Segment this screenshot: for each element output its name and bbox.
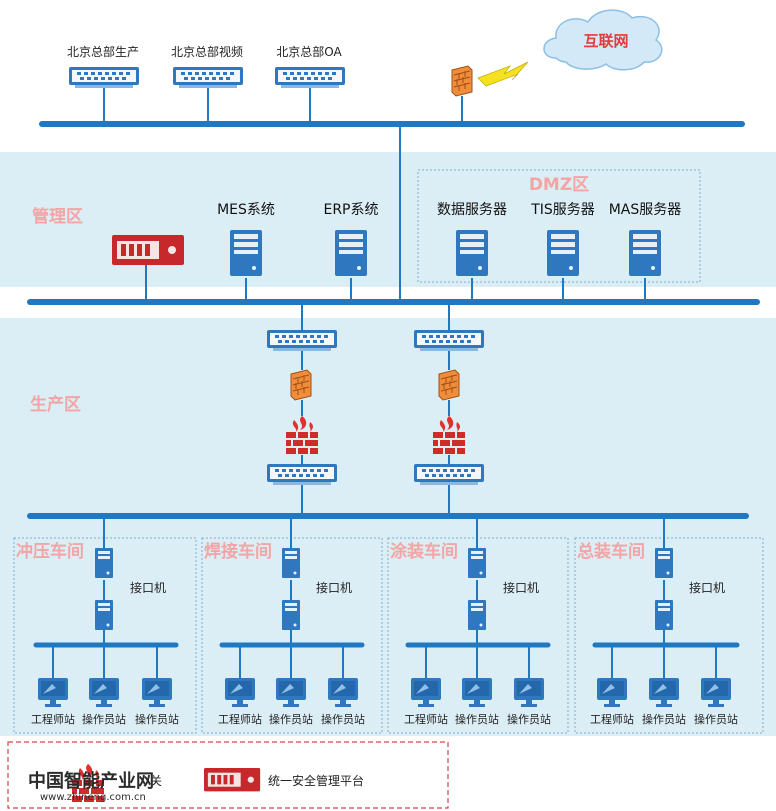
- server-icon: [456, 230, 488, 276]
- firewall-icon: [290, 369, 312, 401]
- station-label: 操作员站: [135, 712, 179, 726]
- interface-label-1: 接口机: [130, 580, 166, 595]
- server-icon: [335, 230, 367, 276]
- firewall-icon: [438, 369, 460, 401]
- mas-server-label: MAS服务器: [609, 202, 682, 218]
- interface-label-3: 接口机: [503, 580, 539, 595]
- management-zone-label: 管理区: [32, 206, 83, 227]
- hq-switch-label-2: 北京总部视频: [171, 44, 243, 59]
- security-platform-icon: [204, 768, 261, 792]
- production-zone-bg: [0, 318, 776, 736]
- dmz-zone-label: DMZ区: [529, 175, 589, 195]
- switch-icon: [414, 464, 484, 485]
- watermark-title: 中国智能产业网: [28, 770, 154, 792]
- hq-switch-label-1: 北京总部生产: [67, 44, 139, 59]
- server-icon: [547, 230, 579, 276]
- server-icon: [629, 230, 661, 276]
- server-icon: [95, 600, 113, 630]
- workshop-box-1: [13, 537, 197, 734]
- dmz-box: [417, 169, 701, 283]
- cloud-icon: [543, 9, 663, 71]
- erp-server-label: ERP系统: [323, 202, 378, 218]
- hq-switch-label-3: 北京总部OA: [276, 44, 342, 59]
- server-icon: [282, 600, 300, 630]
- lightning-icon: [477, 61, 529, 87]
- switch-icon: [267, 464, 337, 485]
- workshop-label-4: 总装车间: [577, 541, 645, 562]
- server-icon: [282, 548, 300, 578]
- station-label: 操作员站: [82, 712, 126, 726]
- station-label: 操作员站: [321, 712, 365, 726]
- security-platform-icon: [112, 235, 184, 265]
- station-label: 工程师站: [218, 712, 262, 726]
- watermark-url: www.zhineng.com.cn: [40, 792, 146, 803]
- interface-label-4: 接口机: [689, 580, 725, 595]
- server-icon: [468, 600, 486, 630]
- workshop-label-3: 涂装车间: [390, 541, 458, 562]
- mes-server-label: MES系统: [217, 202, 275, 218]
- production-zone-label: 生产区: [30, 394, 81, 415]
- workshop-label-2: 焊接车间: [204, 541, 272, 562]
- station-label: 操作员站: [455, 712, 499, 726]
- switch-icon: [267, 330, 337, 351]
- tis-server-label: TIS服务器: [530, 202, 595, 218]
- data-server-label: 数据服务器: [437, 202, 507, 218]
- switch-icon: [69, 67, 139, 88]
- internet-label: 互联网: [583, 32, 628, 50]
- legend-platform-label: 统一安全管理平台: [268, 773, 364, 788]
- legend-firewall-label: 关: [150, 774, 162, 788]
- station-label: 操作员站: [642, 712, 686, 726]
- workshop-box-4: [574, 537, 764, 734]
- station-label: 操作员站: [694, 712, 738, 726]
- workshop-label-1: 冲压车间: [16, 541, 84, 562]
- station-label: 操作员站: [269, 712, 313, 726]
- switch-icon: [275, 67, 345, 88]
- server-icon: [655, 600, 673, 630]
- station-label: 工程师站: [404, 712, 448, 726]
- switch-icon: [414, 330, 484, 351]
- server-icon: [655, 548, 673, 578]
- station-label: 操作员站: [507, 712, 551, 726]
- station-label: 工程师站: [31, 712, 75, 726]
- firewall-icon: [451, 65, 473, 97]
- server-icon: [230, 230, 262, 276]
- switch-icon: [173, 67, 243, 88]
- interface-label-2: 接口机: [316, 580, 352, 595]
- station-label: 工程师站: [590, 712, 634, 726]
- server-icon: [95, 548, 113, 578]
- server-icon: [468, 548, 486, 578]
